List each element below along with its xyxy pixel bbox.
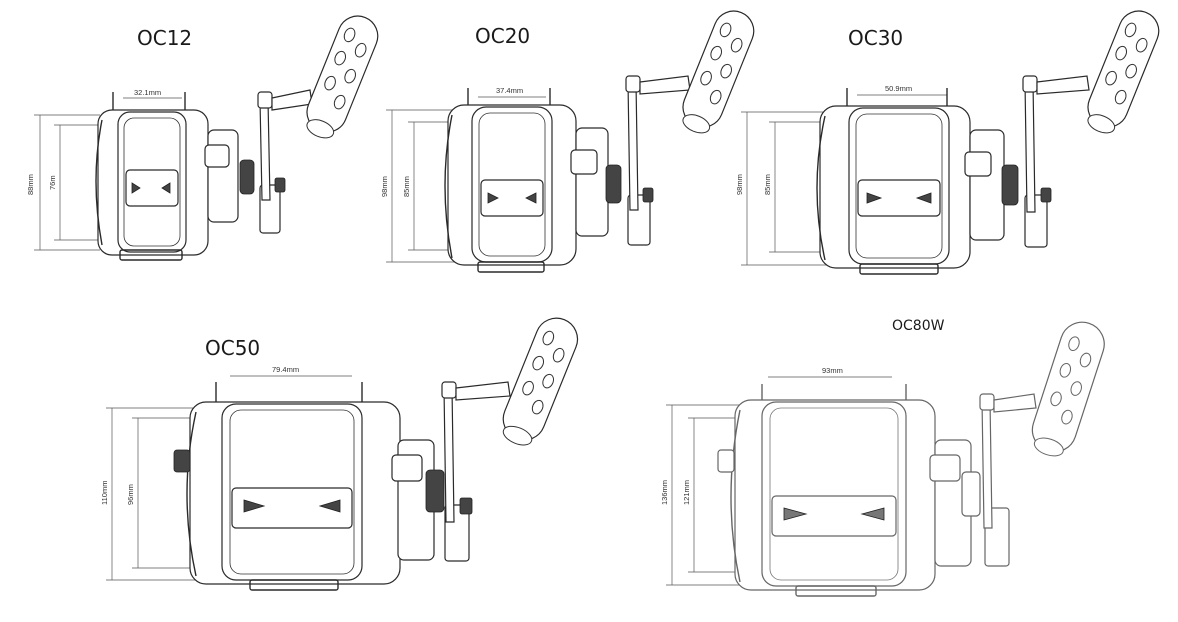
reel-drawing-oc80w: 136mm 121mm 93mm	[660, 321, 1105, 597]
dim-height-outer-oc80w: 136mm	[660, 480, 669, 505]
dim-height-outer-oc12: 88mm	[26, 174, 35, 195]
model-title-oc20: OC20	[475, 24, 531, 48]
dim-width-oc50: 79.4mm	[272, 365, 299, 374]
dim-height-inner-oc12: 76m	[48, 175, 57, 190]
dim-height-outer-oc30: 98mm	[735, 174, 744, 195]
model-title-oc50: OC50	[205, 336, 261, 360]
model-title-oc12: OC12	[137, 26, 193, 50]
dim-width-oc30: 50.9mm	[885, 84, 912, 93]
reel-drawing-oc20: 98mm 85mm 37.4mm	[380, 10, 755, 273]
dim-height-inner-oc80w: 121mm	[682, 480, 691, 505]
model-title-oc30: OC30	[848, 26, 904, 50]
dim-width-oc80w: 93mm	[822, 366, 843, 375]
model-title-oc80w: OC80W	[892, 318, 945, 334]
dim-width-oc20: 37.4mm	[496, 86, 523, 95]
reel-drawing-oc12: 88mm 76m 32.1mm	[26, 15, 379, 261]
dim-height-inner-oc30: 85mm	[763, 174, 772, 195]
dim-height-inner-oc50: 96mm	[126, 484, 135, 505]
reel-drawing-oc50: 110mm 96mm 79.4mm	[100, 317, 579, 591]
dim-height-inner-oc20: 85mm	[402, 176, 411, 197]
dim-height-outer-oc50: 110mm	[100, 481, 109, 505]
dim-width-oc12: 32.1mm	[134, 88, 161, 97]
dim-height-outer-oc20: 98mm	[380, 176, 389, 197]
reel-drawing-oc30: 98mm 85mm 50.9mm	[735, 10, 1160, 275]
